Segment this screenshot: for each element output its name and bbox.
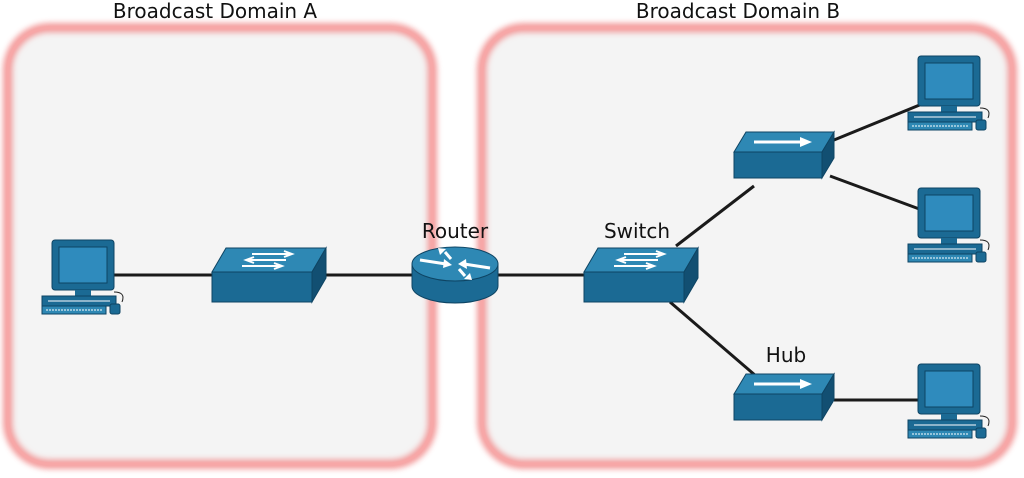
hub-icon [732, 130, 836, 180]
switch-icon [583, 247, 699, 303]
hub-icon [732, 372, 836, 422]
domain-a-title: Broadcast Domain A [113, 0, 318, 23]
network-links [112, 102, 923, 402]
hub-label: Hub [766, 343, 806, 367]
broadcast-domain-b: Broadcast Domain B [477, 0, 1017, 469]
router-icon [411, 246, 499, 304]
switch-label: Switch [604, 219, 670, 243]
link-upper-hub-pc-1 [833, 102, 923, 142]
link-switch-lower-hub [669, 300, 757, 378]
computer-icon [41, 239, 124, 315]
computer-icon [907, 363, 990, 439]
computer-icon [907, 187, 990, 263]
broadcast-domain-a: Broadcast Domain A [3, 0, 437, 469]
link-upper-hub-pc-2 [829, 174, 923, 212]
link-switch-upper-hub [675, 184, 755, 248]
computer-icon [907, 55, 990, 131]
router-label: Router [422, 219, 489, 243]
domain-b-title: Broadcast Domain B [636, 0, 840, 23]
switch-icon [211, 247, 327, 303]
